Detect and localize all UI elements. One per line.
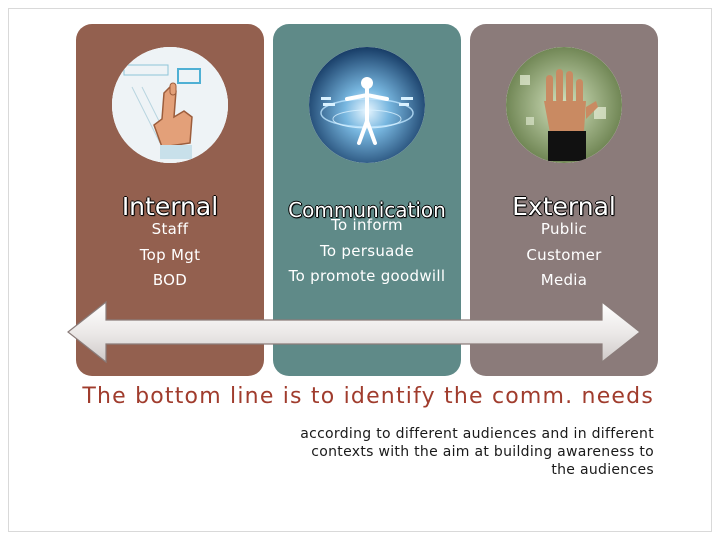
list-item: Top Mgt (139, 245, 201, 264)
description-line: contexts with the aim at building awaren… (311, 444, 654, 460)
human-figure-icon (309, 47, 425, 163)
list-item: BOD (152, 271, 188, 289)
internal-panel: Internal Staff Top Mgt BOD (76, 24, 264, 376)
external-items: Public Customer Media (470, 217, 658, 294)
external-heading: External (512, 192, 616, 221)
external-panel: External Public Customer Media (470, 24, 658, 376)
double-arrow-icon (67, 300, 641, 364)
description-line: according to different audiences and in … (300, 426, 654, 442)
communication-panel: Communication To inform To persuade To p… (273, 24, 461, 376)
bottom-line-heading: The bottom line is to identify the comm.… (82, 384, 654, 409)
description-line: the audiences (551, 462, 654, 478)
list-item: Public (540, 220, 588, 238)
list-item: To promote goodwill (288, 267, 446, 285)
internal-items: Staff Top Mgt BOD (76, 217, 264, 294)
list-item: To inform (331, 216, 403, 234)
list-item: Media (540, 271, 588, 289)
list-item: To persuade (319, 241, 415, 260)
raised-hand-icon (506, 47, 622, 163)
communication-heading: Communication (288, 198, 446, 222)
hand-pointing-icon (112, 47, 228, 163)
slide-frame (8, 8, 712, 532)
list-item: Customer (526, 245, 602, 264)
internal-heading: Internal (121, 192, 219, 221)
list-item: Staff (151, 220, 189, 238)
description-text: according to different audiences and in … (254, 425, 654, 479)
communication-items: To inform To persuade To promote goodwil… (273, 213, 461, 290)
